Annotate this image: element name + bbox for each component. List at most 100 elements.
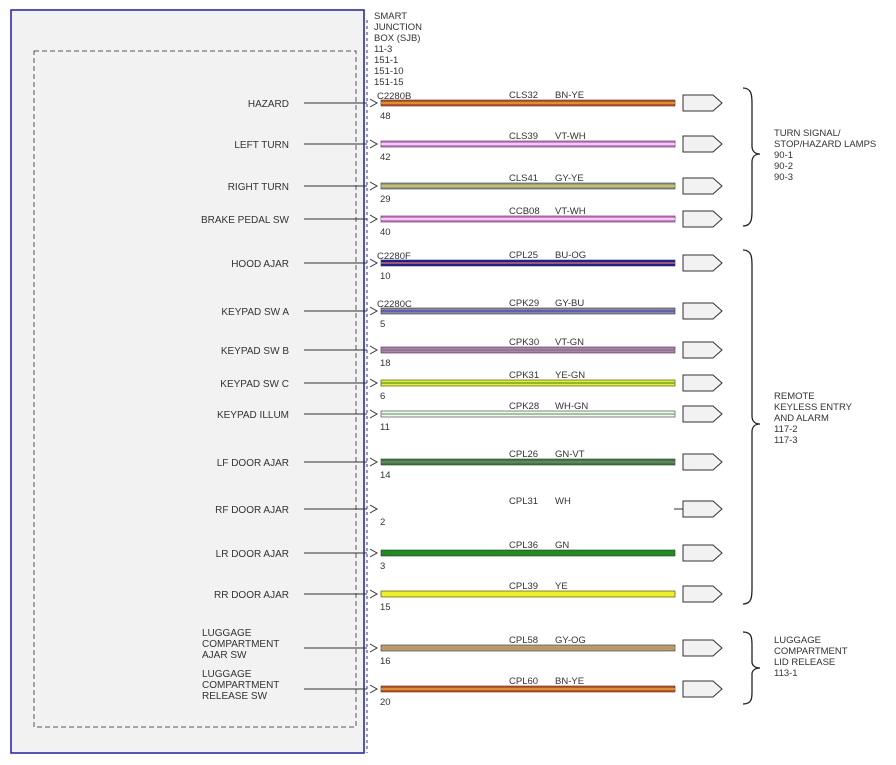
group-label-keyless-entry: REMOTE KEYLESS ENTRY AND ALARM 117-2 117… bbox=[774, 391, 853, 446]
pin-number: 10 bbox=[380, 271, 391, 282]
pin-arrow-icon bbox=[369, 214, 379, 224]
connector-id: C2280C bbox=[377, 299, 412, 310]
circuit-label: BRAKE PEDAL SW bbox=[201, 215, 290, 226]
wire-color-code: WH-GN bbox=[555, 401, 588, 412]
pin-number: 15 bbox=[380, 602, 391, 613]
connector-terminal-icon bbox=[682, 94, 723, 112]
group-label-luggage-release: LUGGAGE COMPARTMENT LID RELEASE 113-1 bbox=[774, 635, 848, 679]
pin-arrow-icon bbox=[369, 181, 379, 191]
svg-text:90-1: 90-1 bbox=[774, 150, 793, 161]
sjb-line: 151-1 bbox=[374, 55, 398, 66]
connector-terminal-icon bbox=[682, 639, 723, 657]
pin-arrow-icon bbox=[369, 139, 379, 149]
svg-text:AND ALARM: AND ALARM bbox=[774, 413, 829, 424]
circuit-label: KEYPAD SW B bbox=[221, 346, 289, 357]
svg-text:90-2: 90-2 bbox=[774, 161, 793, 172]
group-label-turn-signal: TURN SIGNAL/ STOP/HAZARD LAMPS 90-1 90-2… bbox=[774, 128, 876, 183]
connector-terminal-icon bbox=[682, 405, 723, 423]
pin-arrow-icon bbox=[369, 684, 379, 694]
sjb-module-label: SMART JUNCTION BOX (SJB) 11-3 151-1 151-… bbox=[374, 11, 422, 88]
circuit-id: CLS41 bbox=[509, 173, 538, 184]
svg-text:90-3: 90-3 bbox=[774, 172, 793, 183]
circuit-label: LF DOOR AJAR bbox=[217, 458, 289, 469]
pin-number: 29 bbox=[380, 194, 391, 205]
svg-text:JUNCTION: JUNCTION bbox=[374, 22, 422, 33]
pin-arrow-icon bbox=[369, 643, 379, 653]
svg-text:151-15: 151-15 bbox=[374, 77, 404, 88]
brace-turn-signal bbox=[742, 87, 761, 227]
wire-color-code: GN bbox=[555, 540, 569, 551]
pin-arrow-icon bbox=[369, 589, 379, 599]
sjb-line: 151-15 bbox=[374, 77, 404, 88]
connector-terminal-icon bbox=[682, 500, 723, 518]
pin-arrow-icon bbox=[369, 258, 379, 268]
circuit-id: CPK30 bbox=[509, 337, 539, 348]
wire-color-code: BN-YE bbox=[555, 90, 584, 101]
circuit-label: KEYPAD SW C bbox=[220, 379, 289, 390]
sjb-line: 151-10 bbox=[374, 66, 404, 77]
wire-color-code: VT-WH bbox=[555, 131, 586, 142]
circuit-id: CPK28 bbox=[509, 401, 539, 412]
connector-terminal-icon bbox=[682, 341, 723, 359]
circuit-id: CPL36 bbox=[509, 540, 538, 551]
circuit-row: KEYPAD SW B 18 CPK30 VT-GN bbox=[221, 337, 723, 369]
pin-arrow-icon bbox=[369, 98, 379, 108]
pin-number: 18 bbox=[380, 358, 391, 369]
circuit-label: COMPARTMENT bbox=[202, 680, 279, 691]
connector-terminal-icon bbox=[682, 177, 723, 195]
circuit-label: KEYPAD ILLUM bbox=[217, 410, 289, 421]
svg-text:KEYLESS ENTRY: KEYLESS ENTRY bbox=[774, 402, 853, 413]
wire-color-code: BN-YE bbox=[555, 676, 584, 687]
sjb-inner-dashed-box bbox=[33, 50, 357, 728]
circuit-label: HAZARD bbox=[248, 99, 289, 110]
circuit-id: CPL58 bbox=[509, 635, 538, 646]
circuit-label: LUGGAGE bbox=[202, 669, 252, 680]
connector-terminal-icon bbox=[682, 210, 723, 228]
svg-text:LUGGAGE: LUGGAGE bbox=[774, 635, 821, 646]
wire-color-code: WH bbox=[555, 496, 571, 507]
svg-text:STOP/HAZARD LAMPS: STOP/HAZARD LAMPS bbox=[774, 139, 876, 150]
circuit-label: KEYPAD SW A bbox=[221, 307, 289, 318]
wire-color-code: VT-WH bbox=[555, 206, 586, 217]
pin-arrow-icon bbox=[369, 378, 379, 388]
svg-text:11-3: 11-3 bbox=[374, 44, 392, 55]
svg-text:BOX (SJB): BOX (SJB) bbox=[374, 33, 420, 44]
svg-text:TURN SIGNAL/: TURN SIGNAL/ bbox=[774, 128, 841, 139]
circuit-label: COMPARTMENT bbox=[202, 639, 279, 650]
pin-arrow-icon bbox=[369, 457, 379, 467]
svg-text:REMOTE: REMOTE bbox=[774, 391, 815, 402]
pin-arrow-icon bbox=[369, 409, 379, 419]
connector-terminal-icon bbox=[682, 374, 723, 392]
svg-text:LID RELEASE: LID RELEASE bbox=[774, 657, 835, 668]
pin-arrow-icon bbox=[369, 504, 379, 514]
svg-text:SMART: SMART bbox=[374, 11, 407, 22]
svg-text:117-2: 117-2 bbox=[774, 424, 798, 435]
svg-text:151-1: 151-1 bbox=[374, 55, 398, 66]
wire-color-code: GY-BU bbox=[555, 298, 584, 309]
sjb-line: SMART bbox=[374, 11, 407, 22]
pin-arrow-icon bbox=[369, 306, 379, 316]
wire bbox=[380, 549, 676, 557]
connector-terminal-icon bbox=[682, 302, 723, 320]
wire-color-code: GN-VT bbox=[555, 449, 585, 460]
wire bbox=[380, 590, 676, 598]
pin-number: 5 bbox=[380, 319, 385, 330]
svg-text:151-10: 151-10 bbox=[374, 66, 404, 77]
wire-color-code: VT-GN bbox=[555, 337, 584, 348]
pin-number: 3 bbox=[380, 561, 385, 572]
connector-terminal-icon bbox=[682, 680, 723, 698]
circuit-label: LEFT TURN bbox=[234, 140, 289, 151]
wire-color-code: YE bbox=[555, 581, 568, 592]
sjb-module-frame bbox=[10, 9, 365, 754]
